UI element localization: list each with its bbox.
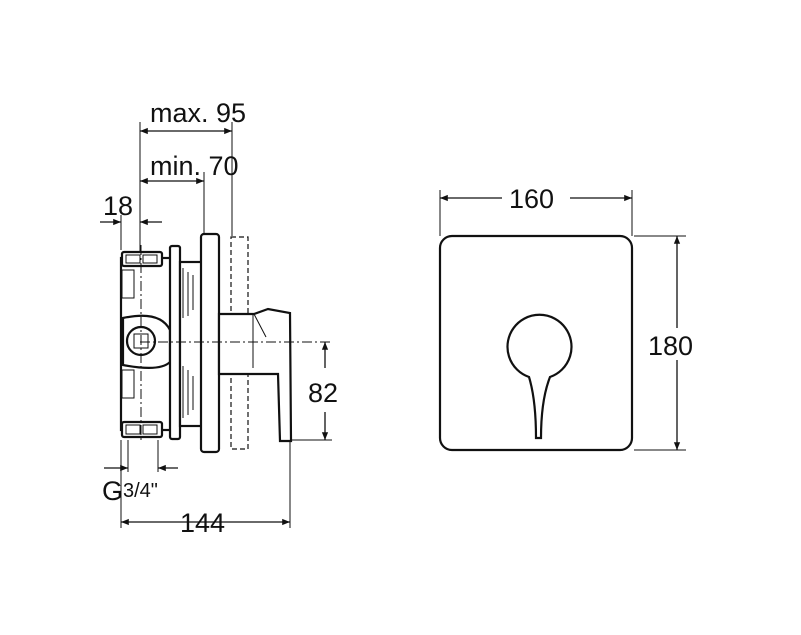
lever-handle <box>217 307 293 443</box>
box-top-cap <box>120 250 164 268</box>
dimension-thread-size: 3/4" <box>123 480 158 502</box>
cover-plate <box>199 232 221 454</box>
dimension-thread: G <box>102 476 123 506</box>
box-bottom-cap <box>120 420 164 439</box>
front-view: 160 180 <box>438 182 708 452</box>
dimension-plate-height: 180 <box>648 331 693 361</box>
dimension-offset: 18 <box>103 191 133 221</box>
dimension-handle-height: 82 <box>308 378 338 408</box>
front-handle <box>506 313 573 440</box>
dimension-min-depth: min. 70 <box>150 151 239 181</box>
side-view: max. 95 min. 70 18 G 3/4" 144 82 <box>100 98 338 538</box>
dimension-total-depth: 144 <box>180 508 225 538</box>
dimension-max-depth: max. 95 <box>150 98 246 128</box>
dimension-plate-width: 160 <box>509 184 554 214</box>
